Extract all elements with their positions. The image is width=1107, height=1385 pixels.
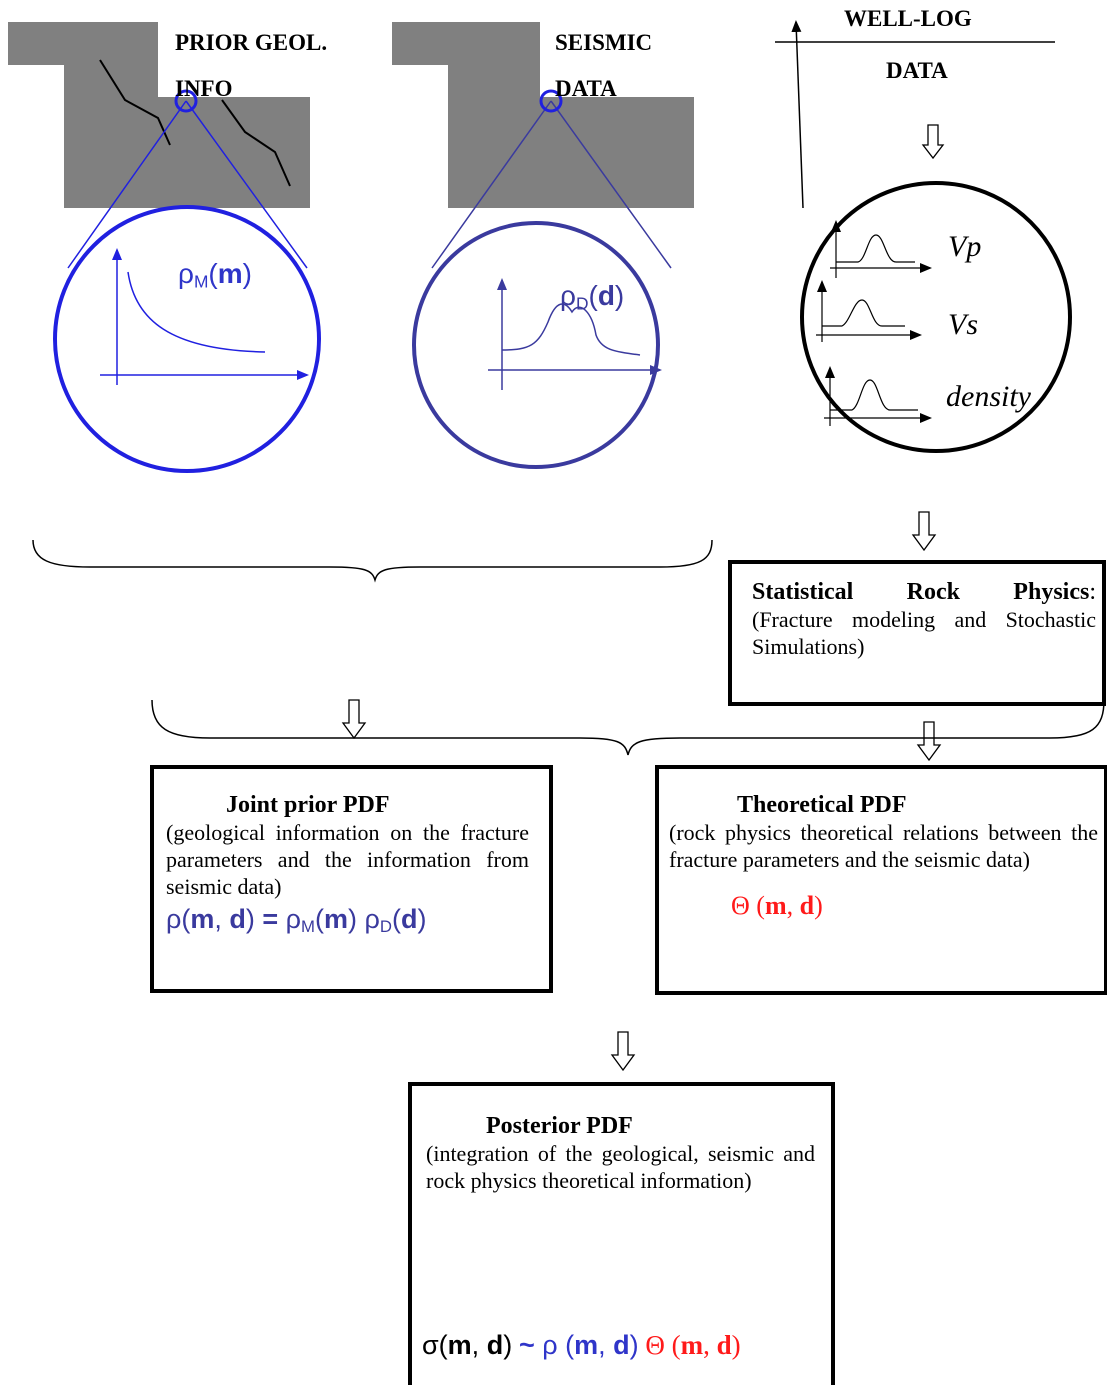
density-label: density <box>946 380 1031 413</box>
prior-info-label: INFO <box>175 76 233 101</box>
rho-d-label: ρD(d) <box>560 280 625 314</box>
theoretical-body: (rock physics theoretical relations betw… <box>669 820 1098 872</box>
seismic-pdf-circle <box>412 89 672 469</box>
posterior-box: Posterior PDF (integration of the geolog… <box>408 1082 835 1385</box>
prior-pdf-circle <box>53 89 321 473</box>
well-log-label: WELL-LOG <box>844 6 972 31</box>
hollow-arrows <box>341 511 942 1072</box>
posterior-title: Posterior PDF <box>486 1113 633 1139</box>
posterior-formula: σ(m, d) ~ ρ (m, d) Θ (m, d) <box>422 1330 741 1360</box>
theoretical-formula: Θ (m, d) <box>731 891 823 920</box>
theoretical-box: Theoretical PDF (rock physics theoretica… <box>655 765 1107 995</box>
seismic-block <box>392 22 694 208</box>
joint-prior-formula: ρ(m, d) = ρM(m) ρD(d) <box>166 904 427 937</box>
vs-label: Vs <box>948 308 978 341</box>
seismic-data-label: DATA <box>555 76 617 101</box>
well-log-data-label: DATA <box>886 58 948 83</box>
joint-prior-box: Joint prior PDF (geological information … <box>150 765 553 993</box>
joint-prior-body: (geological information on the fracture … <box>166 820 529 899</box>
posterior-body: (integration of the geological, seismic … <box>426 1141 815 1193</box>
well-log-circle <box>800 124 1072 453</box>
rock-physics-body: (Fracture modeling and Stochastic Simula… <box>752 607 1096 659</box>
vp-label: Vp <box>948 230 982 263</box>
brace-top <box>32 539 713 583</box>
rock-physics-title: Statistical Rock Physics: <box>752 579 1096 605</box>
rho-m-label: ρM(m) <box>178 258 252 292</box>
rock-physics-box: Statistical Rock Physics: (Fracture mode… <box>728 560 1106 706</box>
well-log-line <box>775 20 1055 209</box>
prior-geol-label: PRIOR GEOL. <box>175 30 328 55</box>
brace-bottom <box>151 699 1105 756</box>
theoretical-title: Theoretical PDF <box>737 792 907 818</box>
seismic-label: SEISMIC <box>555 30 653 55</box>
joint-prior-title: Joint prior PDF <box>226 792 390 818</box>
